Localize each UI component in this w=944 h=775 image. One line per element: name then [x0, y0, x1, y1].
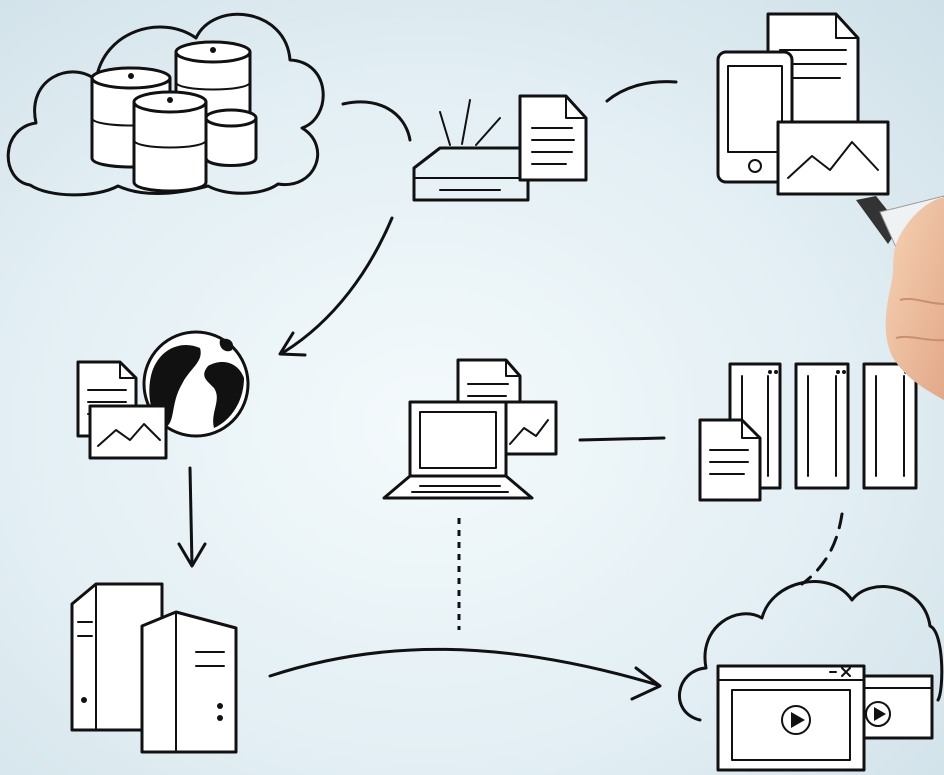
binder-icon — [70, 582, 164, 732]
connector-servers-to-cloud-dashed — [800, 512, 844, 586]
connector-globe-to-binders-arrow — [177, 466, 207, 568]
cloud-video-icon — [677, 580, 944, 772]
connector-binders-to-cloud-arrow — [268, 647, 662, 701]
router-icon — [412, 99, 530, 202]
server-icon — [794, 362, 850, 490]
hand-with-marker — [856, 195, 944, 400]
database-cylinder — [132, 90, 208, 193]
connector-router-to-mobile — [605, 80, 678, 103]
connector-laptop-to-servers — [578, 436, 666, 442]
smartphone-icon — [716, 50, 794, 184]
image-chart-icon — [88, 404, 168, 460]
image-chart-icon — [502, 400, 558, 456]
video-window-icon — [716, 664, 866, 772]
database-cylinder — [204, 108, 258, 167]
connector-router-to-globe-arrow — [278, 216, 394, 357]
laptop-icon — [382, 400, 534, 500]
image-chart-icon — [776, 120, 890, 196]
cloud-database-icon — [6, 12, 325, 197]
server-icon — [862, 362, 918, 490]
connector-cloud-to-router — [341, 100, 412, 142]
video-window-icon — [858, 674, 934, 740]
document-icon — [698, 418, 762, 502]
document-icon — [518, 94, 588, 182]
binder-icon — [140, 610, 238, 754]
